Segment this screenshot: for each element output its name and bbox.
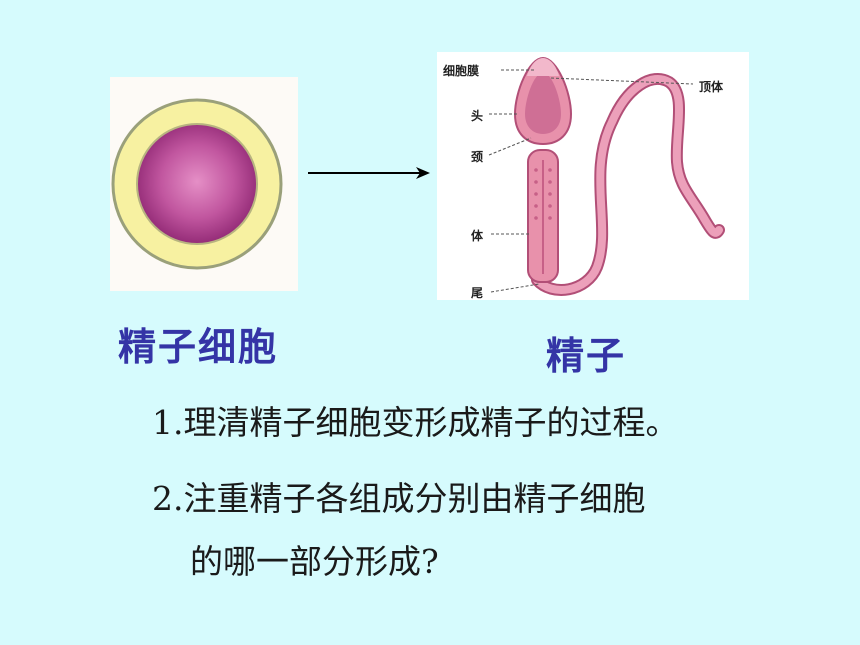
head-label: 头 [471, 109, 484, 123]
sperm-diagram: 细胞膜 顶体 头 颈 体 尾 [437, 52, 749, 300]
acrosome-label: 顶体 [699, 80, 724, 94]
spermatid-label: 精子细胞 [118, 325, 279, 369]
spermatid-cell-icon [111, 98, 283, 270]
membrane-label: 细胞膜 [443, 64, 480, 78]
body-label: 体 [471, 229, 484, 243]
right-arrow-icon [308, 167, 430, 179]
spermatid-image [110, 77, 298, 291]
sperm-icon [488, 56, 725, 296]
tail-label: 尾 [471, 286, 484, 300]
note-line-3: 的哪一部分形成? [190, 542, 439, 581]
neck-label: 颈 [471, 150, 484, 164]
note-line-2: 2.注重精子各组成分别由精子细胞 [152, 479, 646, 518]
note-line-1: 1.理清精子细胞变形成精子的过程。 [152, 403, 679, 442]
sperm-label: 精子 [546, 334, 627, 378]
